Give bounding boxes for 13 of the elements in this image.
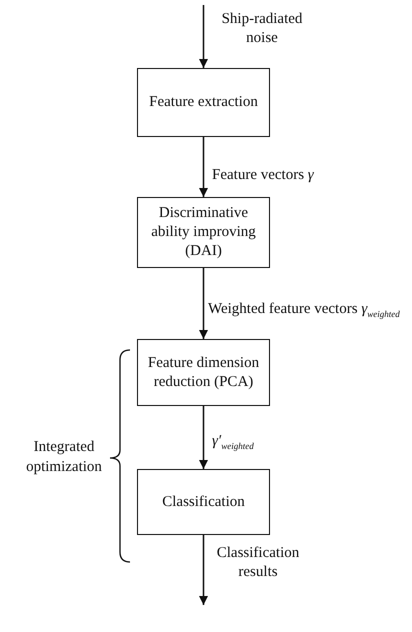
group-label: Integrated optimization xyxy=(25,438,103,476)
edge-label: γ′$_{weighted}$ xyxy=(212,432,254,452)
process-box: Classification xyxy=(137,469,270,535)
process-box: Feature dimension reduction (PCA) xyxy=(137,339,270,406)
edge-label: Weighted feature vectors γ$_{weighted}$ xyxy=(208,300,400,320)
process-box: Discriminative ability improving (DAI) xyxy=(137,197,270,268)
arrow xyxy=(199,137,208,197)
arrow xyxy=(199,268,208,339)
arrow xyxy=(199,5,208,68)
arrow xyxy=(199,535,208,605)
arrow xyxy=(199,406,208,469)
edge-label: Feature vectors γ xyxy=(212,166,314,185)
process-box: Feature extraction xyxy=(137,68,270,137)
